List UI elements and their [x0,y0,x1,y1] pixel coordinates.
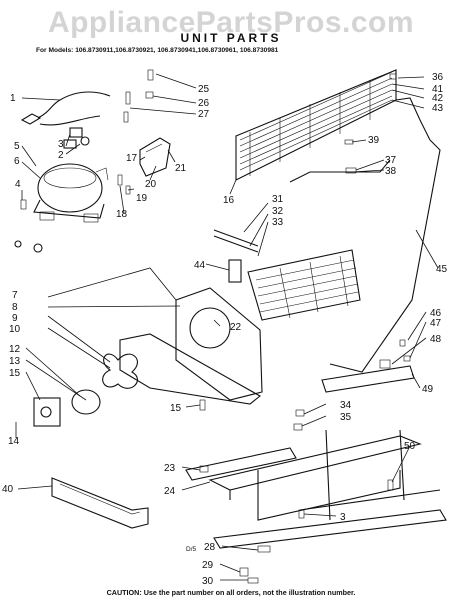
start-relay-part [139,137,171,177]
callout-47: 47 [430,318,442,329]
clip-part [344,139,354,145]
callout-39: 39 [368,135,380,146]
callout-50: 50 [404,441,416,452]
diagram-title: UNIT PARTS [180,31,282,45]
callout-40: 40 [2,484,14,495]
callout-13: 13 [9,356,21,367]
callout-19: 19 [136,193,148,204]
callout-20: 20 [145,179,157,190]
callout-27: 27 [198,109,210,120]
clip-part [257,545,271,553]
fan-motor-part [33,389,101,427]
screw-part [399,339,406,347]
callout-32: 32 [272,206,284,217]
power-cord-part [20,91,111,126]
fan-bracket-part [119,287,263,405]
screw-part [387,479,394,491]
clip-part [247,577,259,584]
grommet-part [33,243,43,253]
leader-lines [15,73,439,581]
callout-35: 35 [340,412,352,423]
fan-blade-part [102,353,138,389]
screws-group [117,69,154,195]
compressor-part [33,163,109,223]
callout-10: 10 [9,324,21,335]
callout-26: 26 [198,98,210,109]
callout-25: 25 [198,84,210,95]
screw-part [199,399,206,411]
foot-part [199,465,209,473]
callout-31: 31 [272,194,284,205]
callout-labels: 1 2 3 4 5 6 7 8 9 10 12 13 14 15 15 16 1… [2,72,448,587]
callout-9: 9 [12,313,18,324]
callout-38: 38 [385,166,397,177]
callout-23: 23 [164,463,176,474]
callout-8: 8 [12,302,18,313]
callout-29: 29 [202,560,214,571]
callout-16: 16 [223,195,235,206]
callout-24: 24 [164,486,176,497]
callout-7: 7 [12,290,18,301]
callout-15: 15 [9,368,21,379]
relay-part [63,127,90,149]
screw-part [403,355,411,362]
screw-part [20,199,27,210]
callout-22: 22 [230,322,242,333]
screw-part [239,567,249,577]
callout-49: 49 [422,384,434,395]
callout-34: 34 [340,400,352,411]
callout-48: 48 [430,334,442,345]
screw-part [298,509,305,519]
screw-part [389,73,397,80]
watermark: AppliancePartsPros.com [47,6,415,39]
callout-36: 36 [432,72,444,83]
condenser-coil-part [235,69,431,183]
drain-pan-part [51,477,149,529]
clip-part [345,167,357,174]
callout-18: 18 [116,209,128,220]
callout-15-b: 15 [170,403,182,414]
callout-6: 6 [14,156,20,167]
callout-42: 42 [432,93,444,104]
model-list: For Models: 106.8730911,106.8730921, 106… [36,47,279,54]
callout-41: 41 [432,84,444,95]
callout-12: 12 [9,344,21,355]
callout-46: 46 [430,308,442,319]
page-id: D/5 [186,546,197,553]
caution-note: CAUTION: Use the part number on all orde… [106,588,356,597]
connector-part [379,359,391,369]
drier-part [213,229,259,283]
callout-17: 17 [126,153,138,164]
callout-2: 2 [58,150,64,161]
base-frame-part [185,429,447,549]
tubing-part [329,139,441,373]
callout-3: 3 [58,139,64,150]
callout-30: 30 [202,576,214,587]
callout-4: 4 [15,179,21,190]
grommet-part [14,240,22,248]
screw-part [295,409,305,417]
callout-43: 43 [432,103,444,114]
callout-14: 14 [8,436,20,447]
evaporator-coil-part [247,249,361,321]
callout-28: 28 [204,542,216,553]
callout-45: 45 [436,264,448,275]
callout-3-b: 3 [340,512,346,523]
callout-37: 37 [385,155,397,166]
screw-part [293,423,303,431]
callout-5: 5 [14,141,20,152]
callout-44: 44 [194,260,206,271]
callout-21: 21 [175,163,187,174]
callout-33: 33 [272,217,284,228]
mounting-bracket-part [321,365,415,393]
callout-1: 1 [10,93,16,104]
